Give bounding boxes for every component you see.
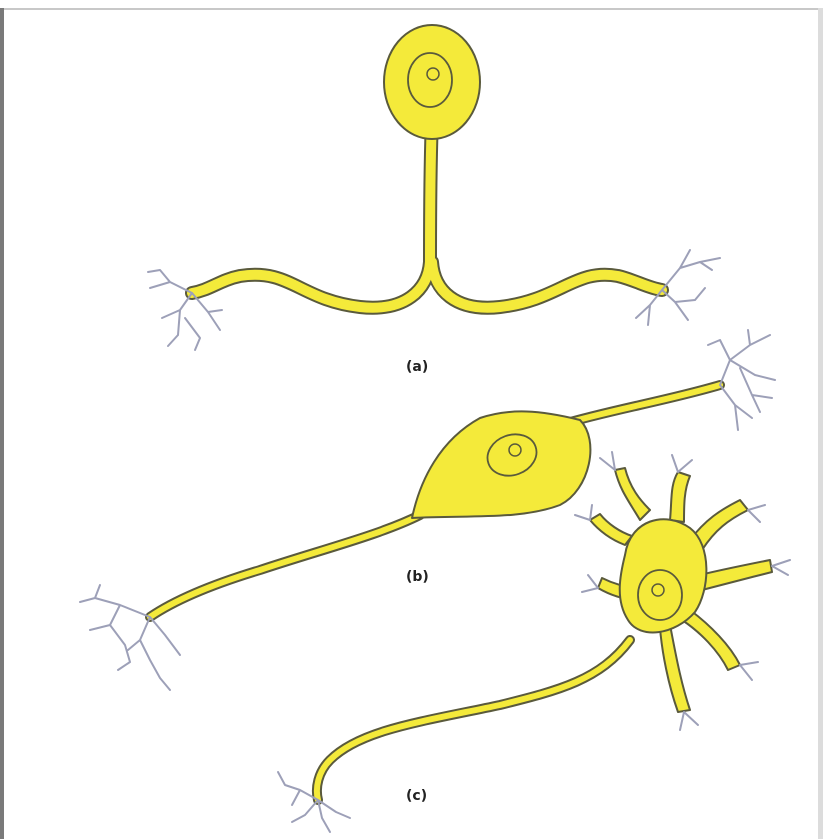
label-c: (c) [406, 788, 427, 804]
neuron-b-lower-dendrites [80, 585, 180, 690]
neuron-a-process [192, 118, 662, 308]
label-a: (a) [406, 359, 428, 375]
neuron-c-axon [317, 640, 630, 800]
neuron-a-cell-body [384, 25, 480, 139]
neuron-b-cell-body [412, 411, 590, 518]
neuron-a [148, 25, 720, 350]
neuron-b-upper-dendrites [708, 330, 775, 430]
label-b: (b) [406, 569, 429, 585]
